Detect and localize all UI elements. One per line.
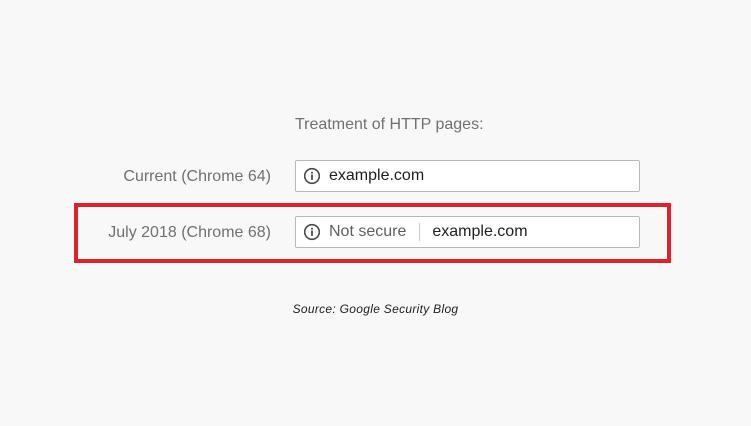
highlight-box xyxy=(74,203,671,263)
source-caption: Source: Google Security Blog xyxy=(292,302,459,316)
not-secure-chip: Not secure xyxy=(329,223,407,240)
info-icon xyxy=(303,223,321,241)
row-label-july-2018: July 2018 (Chrome 68) xyxy=(108,224,271,241)
omnibox-url: example.com xyxy=(329,167,425,184)
section-heading: Treatment of HTTP pages: xyxy=(295,116,484,133)
omnibox-url: example.com xyxy=(432,223,528,240)
omnibox-current: example.com xyxy=(295,160,640,192)
omnibox-july-2018: Not secure example.com xyxy=(295,216,640,248)
chip-divider xyxy=(419,223,421,241)
info-icon xyxy=(303,167,321,185)
row-label-current: Current (Chrome 64) xyxy=(123,168,271,185)
